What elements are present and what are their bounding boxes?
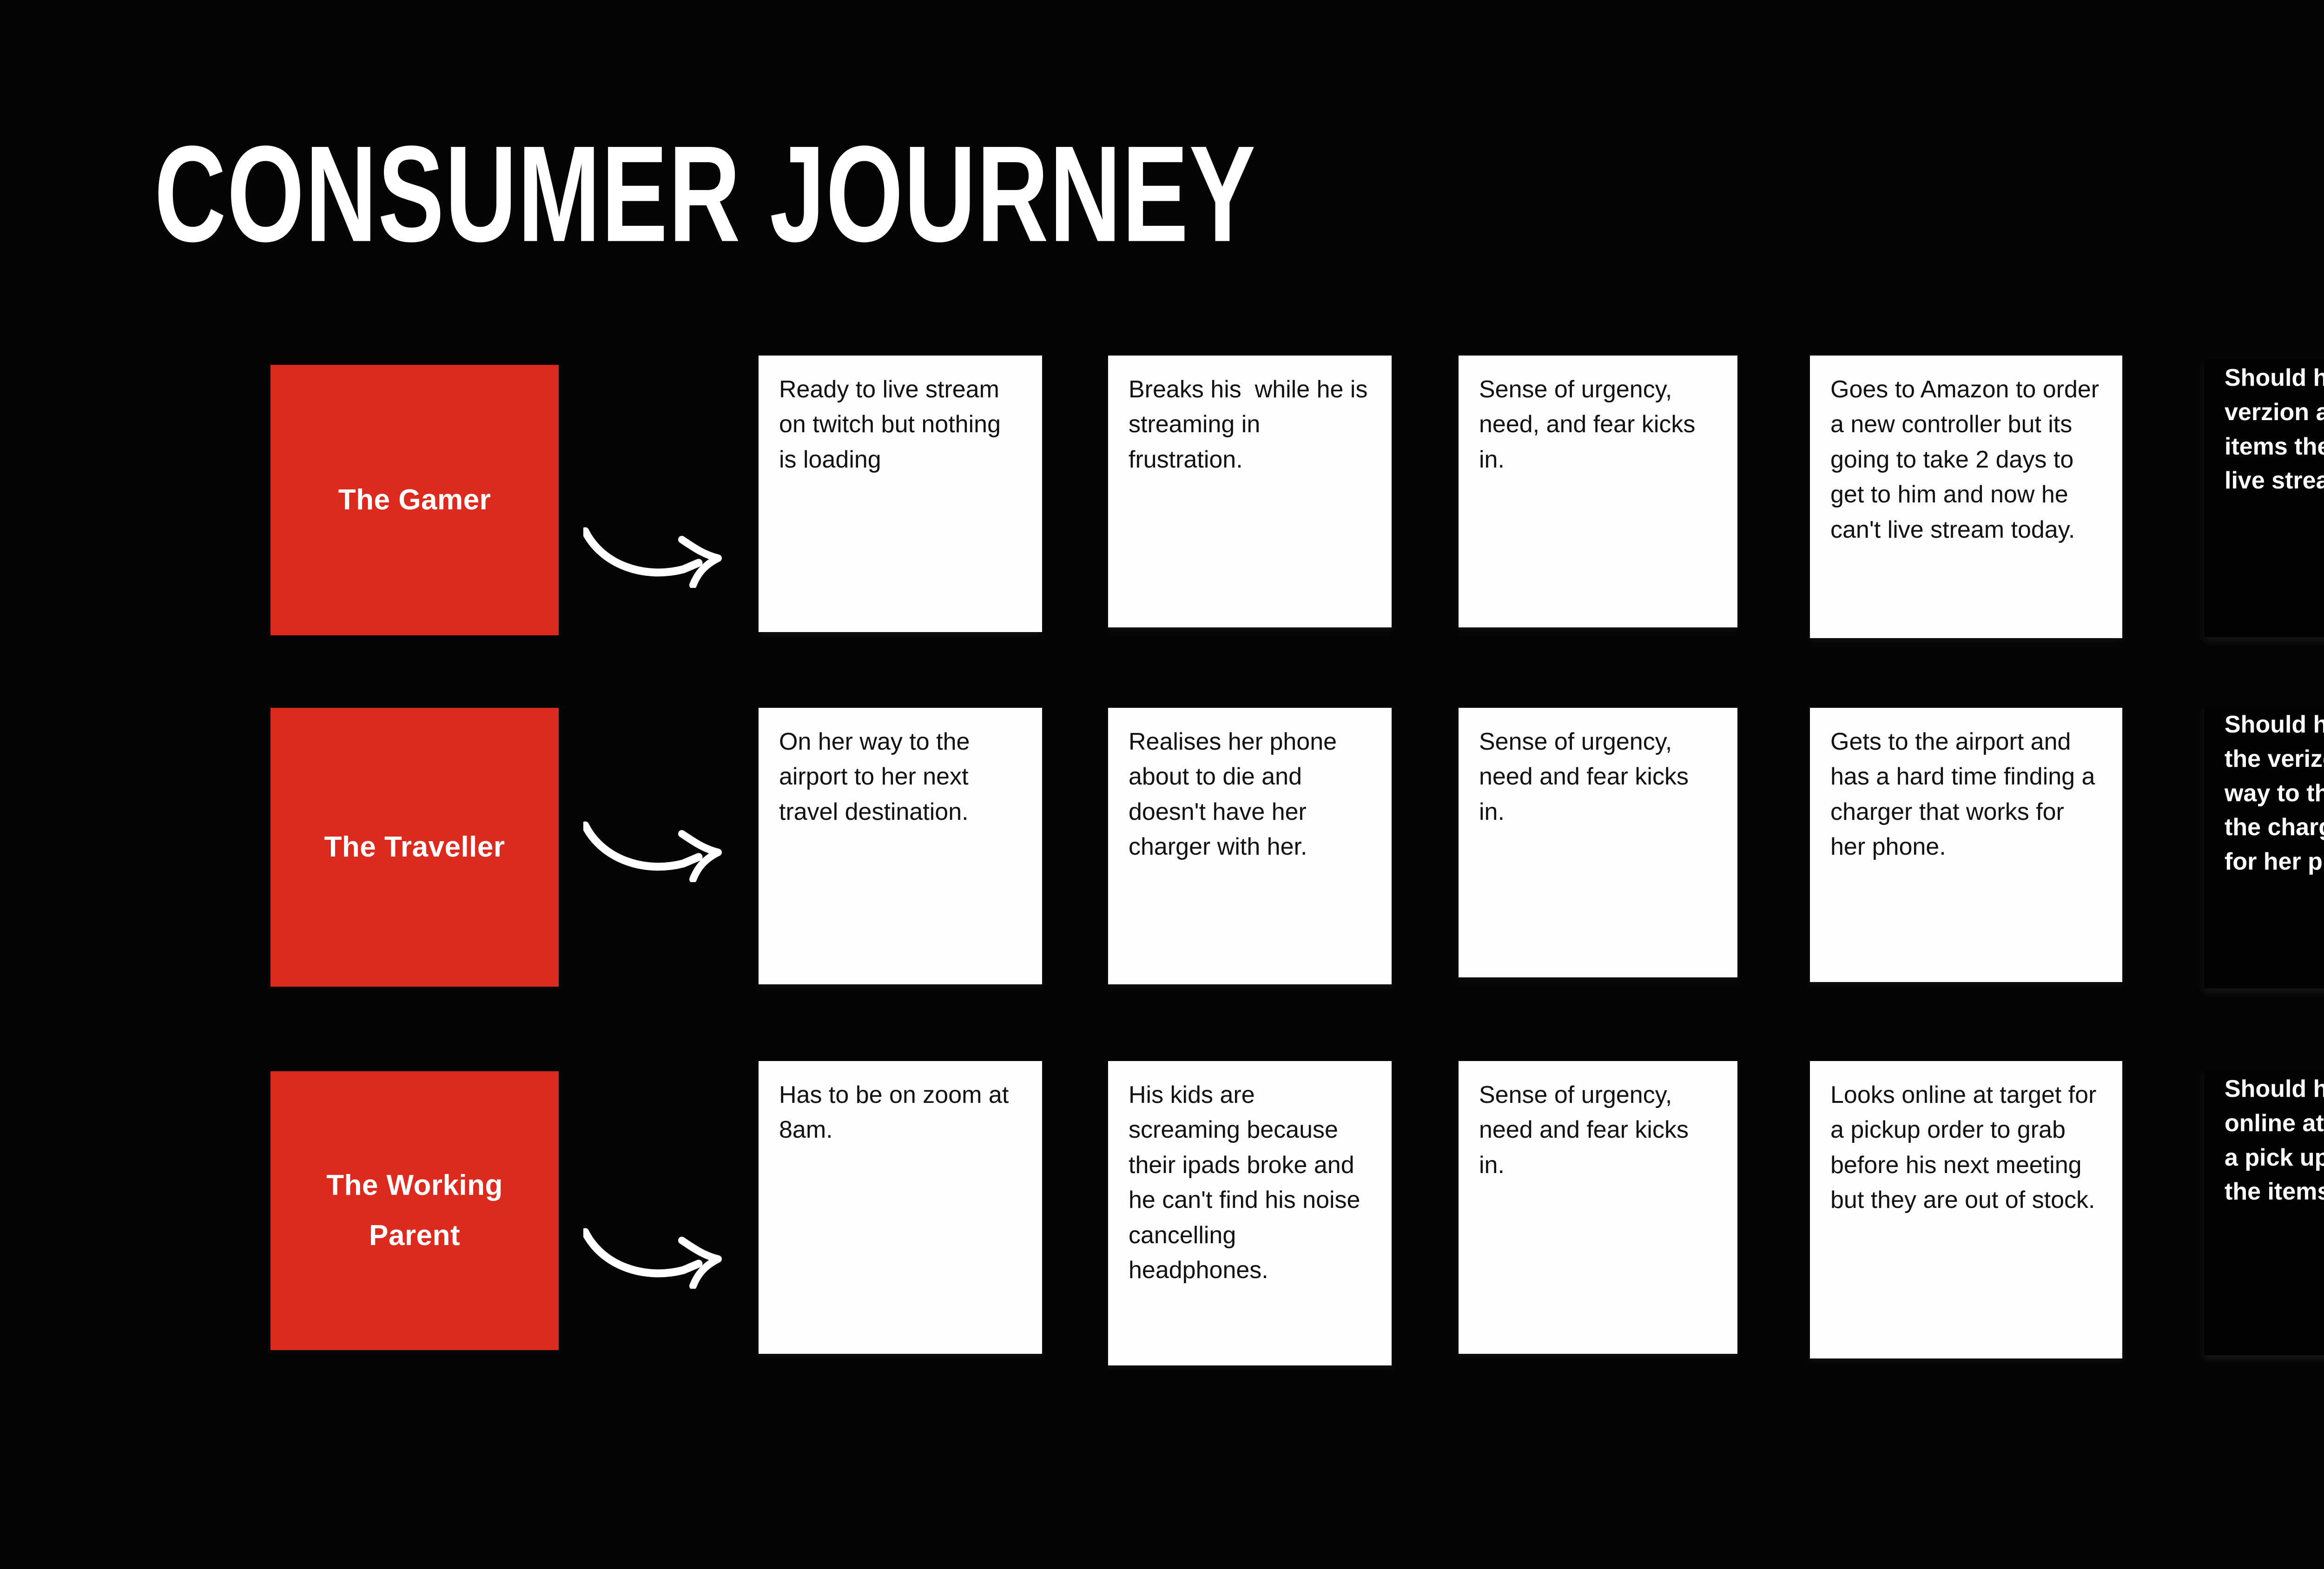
journey-card-text: His kids are screaming because their ipa… xyxy=(1129,1081,1367,1284)
persona-label: The Working Parent xyxy=(326,1169,503,1252)
curved-arrow-right-icon xyxy=(583,495,751,588)
journey-card[interactable]: Sense of urgency, need and fear kicks in… xyxy=(1459,1061,1737,1354)
journey-row: The Working Parent Has to be on zoom at … xyxy=(0,1061,2324,1365)
outcome-card-text: Should have looked online at Verizon to … xyxy=(2225,1075,2324,1206)
journey-card[interactable]: Ready to live stream on twitch but nothi… xyxy=(759,356,1042,632)
journey-card[interactable]: Looks online at target for a pickup orde… xyxy=(1810,1061,2122,1358)
journey-card[interactable]: Realises her phone about to die and does… xyxy=(1108,708,1392,984)
persona-block-working-parent[interactable]: The Working Parent xyxy=(271,1071,559,1350)
curved-arrow-right-icon xyxy=(583,789,751,882)
page-title: CONSUMER JOURNEY xyxy=(154,117,1257,270)
persona-label: The Gamer xyxy=(338,483,491,516)
journey-card-text: Ready to live stream on twitch but nothi… xyxy=(779,376,1008,473)
journey-card-text: On her way to the airport to her next tr… xyxy=(779,728,977,825)
journey-card[interactable]: Sense of urgency, need and fear kicks in… xyxy=(1459,708,1737,977)
journey-card-text: Looks online at target for a pickup orde… xyxy=(1830,1081,2103,1214)
journey-card-text: Gets to the airport and has a hard time … xyxy=(1830,728,2102,861)
journey-card[interactable]: Sense of urgency, need, and fear kicks i… xyxy=(1459,356,1737,627)
journey-card[interactable]: Breaks his while he is streaming in frus… xyxy=(1108,356,1392,627)
persona-label: The Traveller xyxy=(324,831,505,863)
outcome-card[interactable]: Should have looked online at Verizon to … xyxy=(2204,1069,2324,1355)
curved-arrow-right-icon xyxy=(583,1196,751,1289)
journey-card[interactable]: His kids are screaming because their ipa… xyxy=(1108,1061,1392,1365)
journey-card-text: Breaks his while he is streaming in frus… xyxy=(1129,376,1374,473)
journey-card[interactable]: Has to be on zoom at 8am. xyxy=(759,1061,1042,1354)
journey-card-text: Sense of urgency, need and fear kicks in… xyxy=(1479,1081,1696,1179)
journey-card-text: Goes to Amazon to order a new controller… xyxy=(1830,376,2106,543)
journey-card-text: Sense of urgency, need and fear kicks in… xyxy=(1479,728,1696,825)
persona-block-gamer[interactable]: The Gamer xyxy=(271,365,559,635)
persona-block-traveller[interactable]: The Traveller xyxy=(271,708,559,987)
journey-card-text: Sense of urgency, need, and fear kicks i… xyxy=(1479,376,1702,473)
outcome-card-text: Should have gone to the verizon store on… xyxy=(2225,711,2324,876)
journey-row: The Gamer Ready to live stream on twitch… xyxy=(0,356,2324,644)
outcome-card-text: Should have gone to verzion and got the … xyxy=(2225,364,2324,494)
journey-card-text: Realises her phone about to die and does… xyxy=(1129,728,1344,861)
journey-card[interactable]: On her way to the airport to her next tr… xyxy=(759,708,1042,984)
outcome-card[interactable]: Should have gone to verzion and got the … xyxy=(2204,358,2324,637)
outcome-card[interactable]: Should have gone to the verizon store on… xyxy=(2204,705,2324,989)
journey-card[interactable]: Gets to the airport and has a hard time … xyxy=(1810,708,2122,982)
journey-card-text: Has to be on zoom at 8am. xyxy=(779,1081,1016,1144)
journey-card[interactable]: Goes to Amazon to order a new controller… xyxy=(1810,356,2122,638)
journey-row: The Traveller On her way to the airport … xyxy=(0,705,2324,996)
